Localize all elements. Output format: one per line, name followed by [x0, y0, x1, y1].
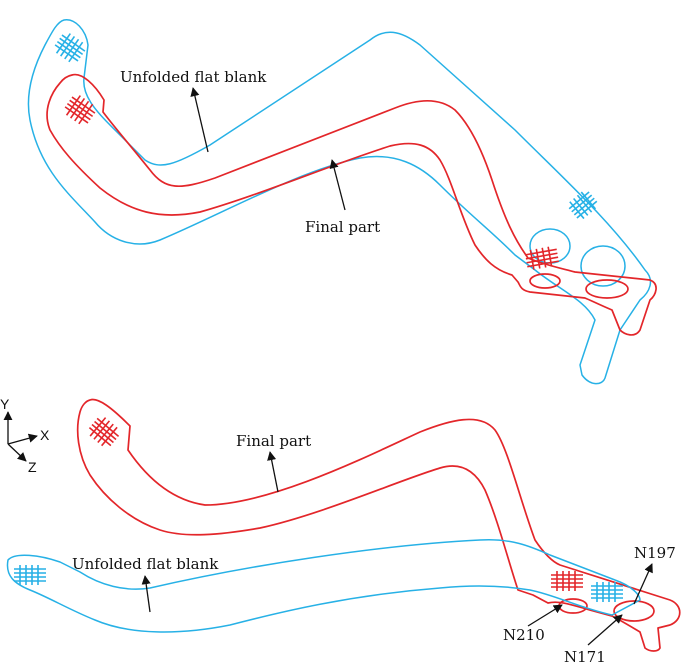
top-label-final: Final part — [305, 218, 380, 236]
bottom-red-hatch-1 — [88, 417, 120, 447]
top-blue-hatch-2 — [568, 191, 598, 220]
top-final-hole-2 — [585, 279, 629, 299]
top-final-hole-1 — [529, 273, 561, 289]
top-view: Unfolded flat blank Final part — [27, 19, 657, 385]
top-blue-hatch-1 — [54, 33, 86, 63]
bottom-blank-outline — [6, 538, 641, 633]
top-red-hatch-1 — [64, 95, 96, 125]
top-red-hatch-2 — [525, 246, 559, 270]
top-leader-blank — [190, 87, 209, 153]
node-leader-N197 — [633, 563, 653, 605]
node-label-N197: N197 — [634, 544, 676, 562]
node-leader-N171 — [587, 614, 623, 646]
top-blank-hole-2 — [580, 245, 626, 287]
axes-triad: Y X Z — [0, 396, 50, 475]
bottom-blue-hatch-2 — [591, 582, 623, 602]
node-label-N171: N171 — [564, 648, 606, 666]
axis-y-label: Y — [0, 396, 10, 412]
bottom-view: Final part Unfolded flat blank N197 N210… — [6, 398, 681, 666]
bottom-leader-final — [267, 451, 279, 493]
top-label-blank: Unfolded flat blank — [120, 68, 267, 86]
node-leader-N210 — [527, 604, 563, 627]
bottom-blue-hatch-1 — [14, 565, 46, 585]
top-final-outline — [46, 73, 657, 336]
bottom-leader-blank — [141, 575, 151, 613]
bottom-final-outline — [76, 398, 681, 652]
bottom-red-hatch-2 — [551, 571, 583, 591]
node-label-N210: N210 — [503, 626, 545, 644]
bottom-final-hole-N197 — [613, 600, 655, 622]
top-leader-final — [329, 159, 346, 211]
axis-x-label: X — [40, 427, 50, 443]
axis-z-label: Z — [28, 459, 37, 475]
bottom-label-final: Final part — [236, 432, 311, 450]
bottom-label-blank: Unfolded flat blank — [72, 555, 219, 573]
